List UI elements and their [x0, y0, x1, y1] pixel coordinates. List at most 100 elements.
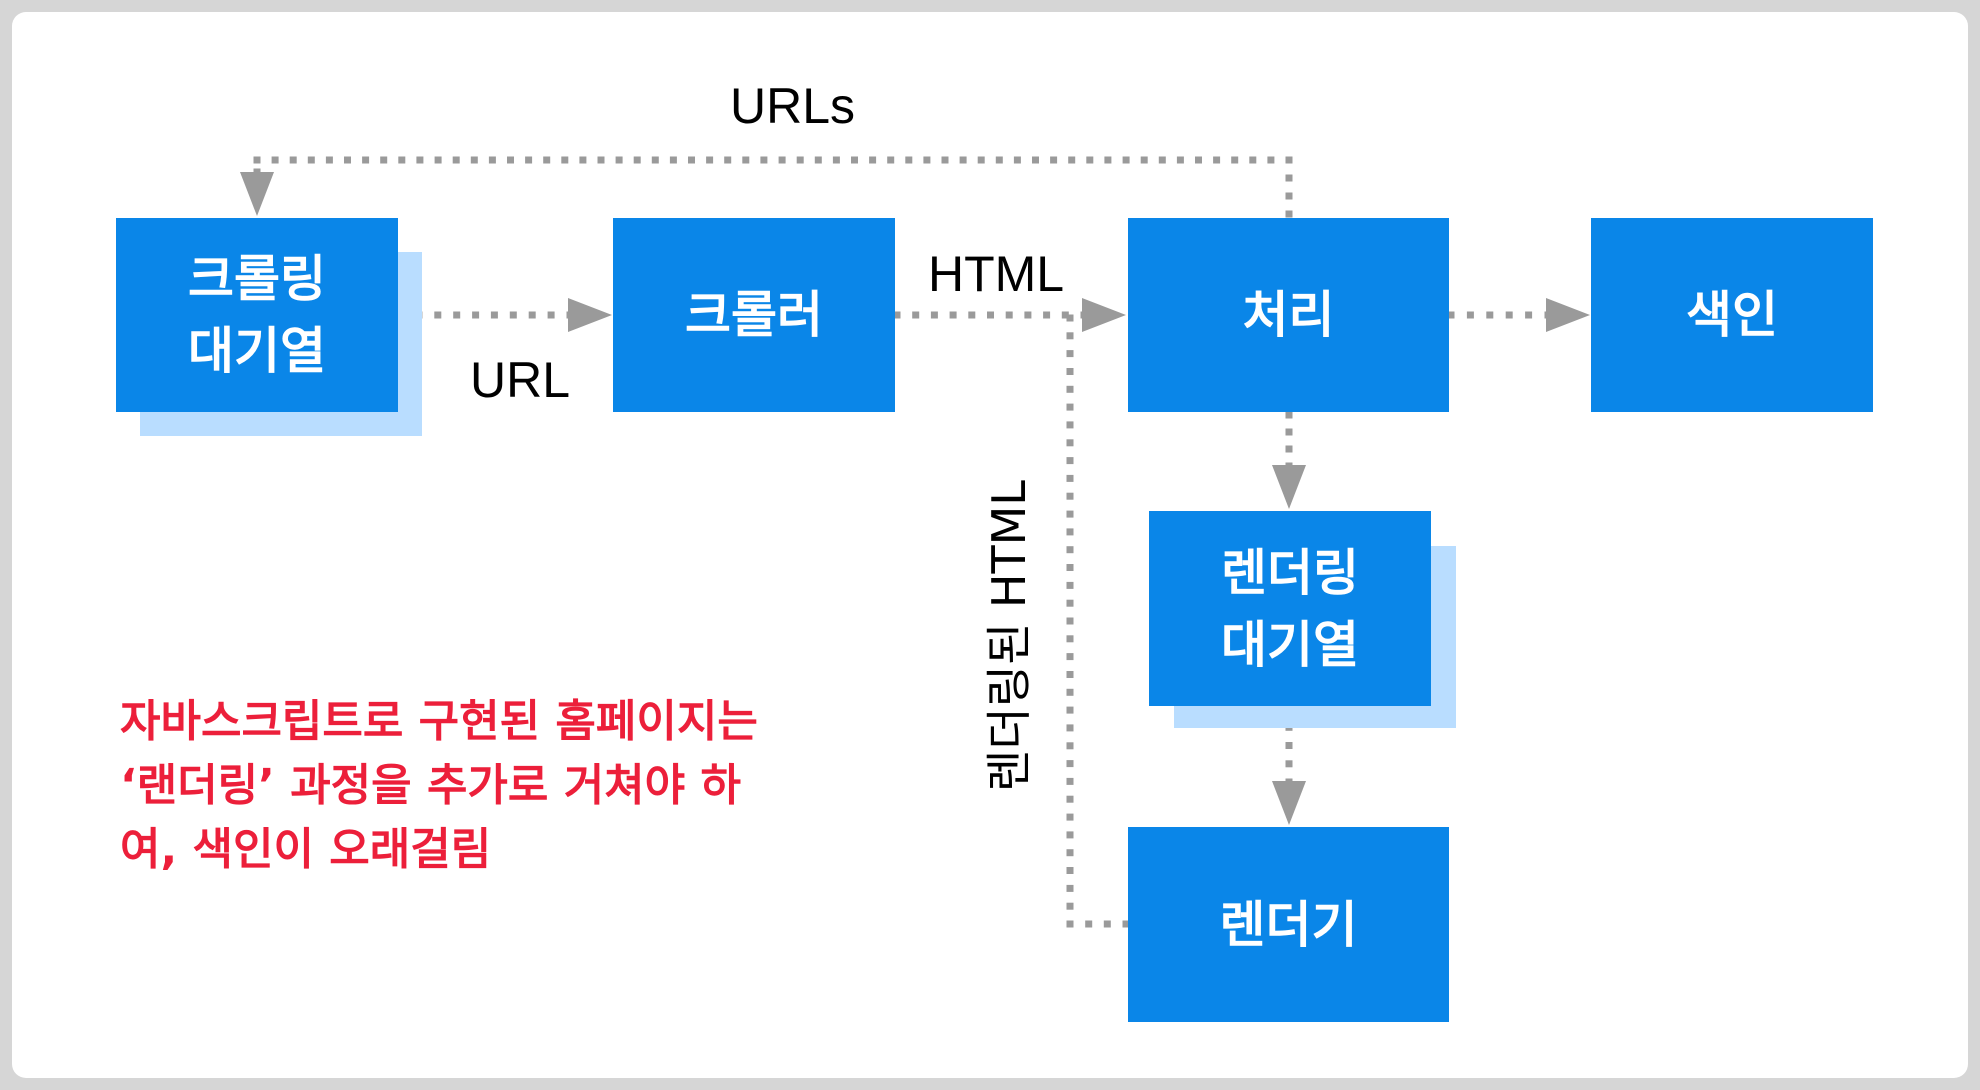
connector-dot-urls	[452, 156, 460, 164]
connector-dot-urls	[1104, 156, 1112, 164]
crawl-queue-label-line2: 대기열	[188, 322, 326, 380]
connector-dot-html	[987, 311, 994, 319]
connector-dot-render-queue	[1285, 445, 1293, 453]
connector-dot-rendered-html	[1066, 385, 1074, 393]
connector-dot-urls	[470, 156, 478, 164]
connector-dot-url	[453, 311, 461, 319]
connector-dot-rendered-html	[1066, 813, 1074, 821]
arrowheads	[240, 172, 1590, 825]
connector-dot-rendered-html	[1066, 706, 1074, 714]
connector-dot-urls	[742, 156, 750, 164]
connector-dot-urls	[561, 156, 569, 164]
javascript-rendering-note: 자바스크립트로 구현된 홈페이지는 ‘랜더링’ 과정을 추가로 거쳐야 하 여,…	[120, 690, 860, 882]
connector-dot-urls	[977, 156, 985, 164]
connector-dot-urls	[851, 156, 858, 164]
connector-dot-urls	[362, 156, 370, 164]
connector-dot-rendered-html	[1066, 742, 1074, 750]
connector-dot-urls	[253, 156, 261, 164]
connector-dot-rendered-html	[1066, 599, 1074, 607]
connector-dot-urls	[796, 156, 804, 164]
connector-dot-rendered-html	[1066, 439, 1074, 447]
edge-label-url: URL	[470, 352, 571, 408]
diagram-frame	[12, 12, 1968, 1078]
connector-dot-rendered-html	[1066, 671, 1074, 678]
edge-label-urls: URLs	[730, 78, 856, 134]
connector-dot-urls	[778, 156, 786, 164]
connector-dot-urls	[1032, 156, 1039, 164]
connector-dot-rendered-html	[1122, 920, 1130, 928]
crawler-label: 크롤러	[685, 286, 823, 344]
connector-dot-html	[1043, 311, 1051, 319]
crawl-queue-label-line1: 크롤링	[188, 250, 326, 308]
connector-dot-url	[434, 311, 442, 319]
connector-dot-urls	[1285, 210, 1293, 218]
connector-dot-urls	[398, 156, 406, 164]
connector-dot-urls	[651, 156, 659, 164]
arrowhead-render-queue	[1272, 465, 1306, 509]
connector-dot-urls	[923, 156, 931, 164]
crawl-queue-node: 크롤링 대기열	[116, 218, 398, 412]
connector-dot-rendered-html	[1066, 920, 1074, 928]
connector-dot-html	[1005, 311, 1013, 319]
connector-dot-html	[1061, 311, 1069, 319]
connector-dot-renderer	[1285, 760, 1293, 768]
connector-dot-urls	[1050, 156, 1058, 164]
connector-dot-urls	[1231, 156, 1239, 164]
connector-dot-rendered-html	[1066, 795, 1074, 803]
connector-dot-html	[930, 311, 938, 319]
arrowhead-renderer	[1272, 781, 1306, 825]
connector-dot-urls	[416, 156, 424, 164]
connector-dot-index	[1447, 311, 1455, 319]
connector-dot-rendered-html	[1066, 368, 1074, 375]
connector-dot-urls	[615, 156, 623, 164]
connector-dot-rendered-html	[1066, 528, 1074, 536]
note-line: ‘랜더링’ 과정을 추가로 거쳐야 하	[120, 760, 741, 811]
connector-dot-rendered-html	[1066, 350, 1074, 358]
arrowhead-url	[568, 298, 612, 332]
connector-dot-rendered-html	[1066, 564, 1074, 571]
connector-dot-rendered-html	[1066, 581, 1074, 589]
connector-dot-rendered-html	[1066, 617, 1074, 625]
connector-dot-renderer	[1285, 742, 1293, 749]
renderer-node: 렌더기	[1128, 827, 1449, 1022]
connector-dot-urls	[1013, 156, 1021, 164]
connector-dot-urls	[1122, 156, 1130, 164]
connector-dot-html	[1024, 311, 1032, 319]
connector-dot-html	[893, 311, 901, 319]
connector-dot-rendered-html	[1066, 403, 1074, 411]
connector-dot-urls	[905, 156, 913, 164]
processing-node: 처리	[1128, 218, 1449, 412]
connector-dot-urls	[325, 156, 333, 164]
connector-dot-rendered-html	[1066, 902, 1074, 910]
connector-dot-rendered-html	[1066, 653, 1074, 661]
arrowhead-urls	[240, 172, 274, 216]
connector-dot-index	[1486, 311, 1494, 319]
connector-dot-urls	[597, 156, 605, 164]
edge-label-rendered-html: 렌더링된 HTML	[982, 480, 1036, 792]
connector-dot-rendered-html	[1066, 546, 1074, 554]
connector-dot-urls	[289, 156, 297, 164]
connector-dot-rendered-html	[1066, 724, 1074, 732]
connector-dot-urls	[543, 156, 551, 164]
connector-dot-rendered-html	[1066, 777, 1074, 785]
connector-dot-rendered-html	[1066, 688, 1074, 696]
connector-dot-urls	[633, 156, 641, 164]
connector-dot-urls	[760, 156, 768, 164]
connector-dot-rendered-html	[1066, 492, 1074, 500]
connector-dot-rendered-html	[1066, 457, 1074, 465]
connector-dot-render-queue	[1285, 411, 1293, 419]
connector-dot-urls	[669, 156, 677, 164]
connector-dot-urls	[1158, 156, 1166, 164]
connector-dot-rendered-html	[1066, 314, 1074, 322]
connector-dot-urls	[995, 156, 1003, 164]
processing-label: 처리	[1242, 286, 1335, 344]
connector-dot-urls	[344, 156, 351, 164]
connector-dot-urls	[869, 156, 877, 164]
connector-dot-urls	[488, 156, 496, 164]
connector-dot-urls	[507, 156, 514, 164]
connector-dot-urls	[579, 156, 587, 164]
connector-dot-rendered-html	[1066, 884, 1074, 892]
connector-dot-urls	[1140, 156, 1148, 164]
connector-dot-rendered-html	[1085, 920, 1093, 928]
